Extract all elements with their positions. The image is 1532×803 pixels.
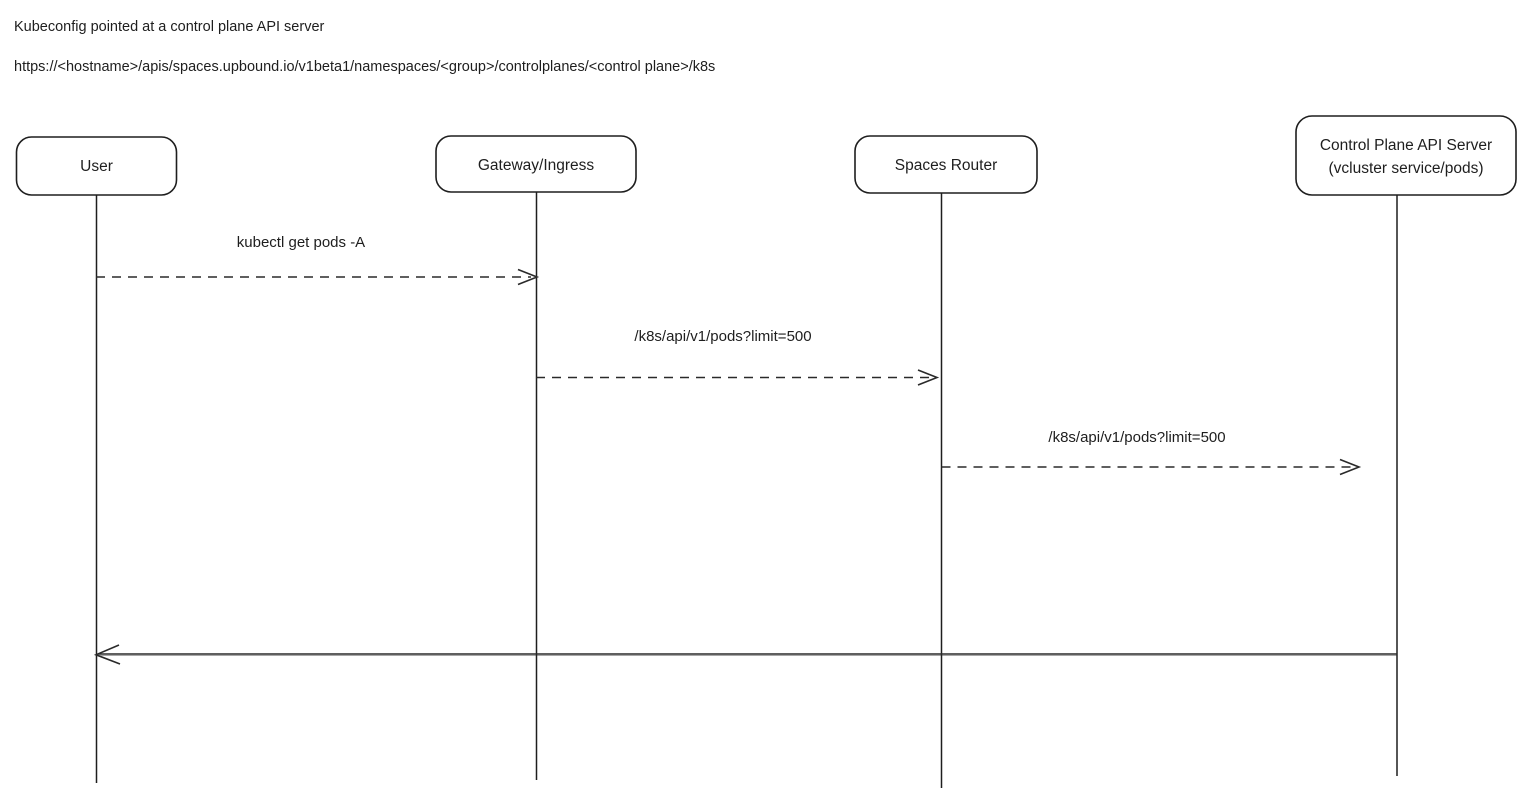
actor-control-plane-api-server-label-line1: Control Plane API Server <box>1320 137 1492 154</box>
actor-gateway-ingress-label: Gateway/Ingress <box>478 157 595 174</box>
arrowhead-right-icon <box>917 369 940 386</box>
endpoint-url: https://<hostname>/apis/spaces.upbound.i… <box>14 59 715 75</box>
message-return-response <box>93 644 1397 665</box>
actor-spaces-router: Spaces Router <box>854 135 1038 788</box>
message-kubectl-get-pods: kubectl get pods -A <box>96 234 540 286</box>
page-title: Kubeconfig pointed at a control plane AP… <box>14 19 325 35</box>
actor-control-plane-api-server-label-line2: (vcluster service/pods) <box>1328 160 1483 177</box>
message-pods-limit-router-label: /k8s/api/v1/pods?limit=500 <box>1048 429 1225 446</box>
actor-user-label: User <box>80 158 113 175</box>
actor-user: User <box>15 136 178 783</box>
actor-spaces-router-label: Spaces Router <box>895 157 998 174</box>
actor-control-plane-api-server: Control Plane API Server (vcluster servi… <box>1295 115 1517 776</box>
arrowhead-left-icon <box>93 644 121 665</box>
actor-control-plane-api-server-box <box>1295 115 1517 196</box>
actor-gateway-ingress: Gateway/Ingress <box>435 135 637 780</box>
arrowhead-right-icon <box>1339 458 1362 476</box>
message-kubectl-get-pods-label: kubectl get pods -A <box>237 234 365 251</box>
message-pods-limit-router: /k8s/api/v1/pods?limit=500 <box>941 429 1362 476</box>
arrowhead-right-icon <box>517 268 540 286</box>
message-pods-limit-gateway-label: /k8s/api/v1/pods?limit=500 <box>634 328 811 345</box>
actor-spaces-router-box <box>854 135 1038 194</box>
message-pods-limit-gateway: /k8s/api/v1/pods?limit=500 <box>536 328 940 386</box>
